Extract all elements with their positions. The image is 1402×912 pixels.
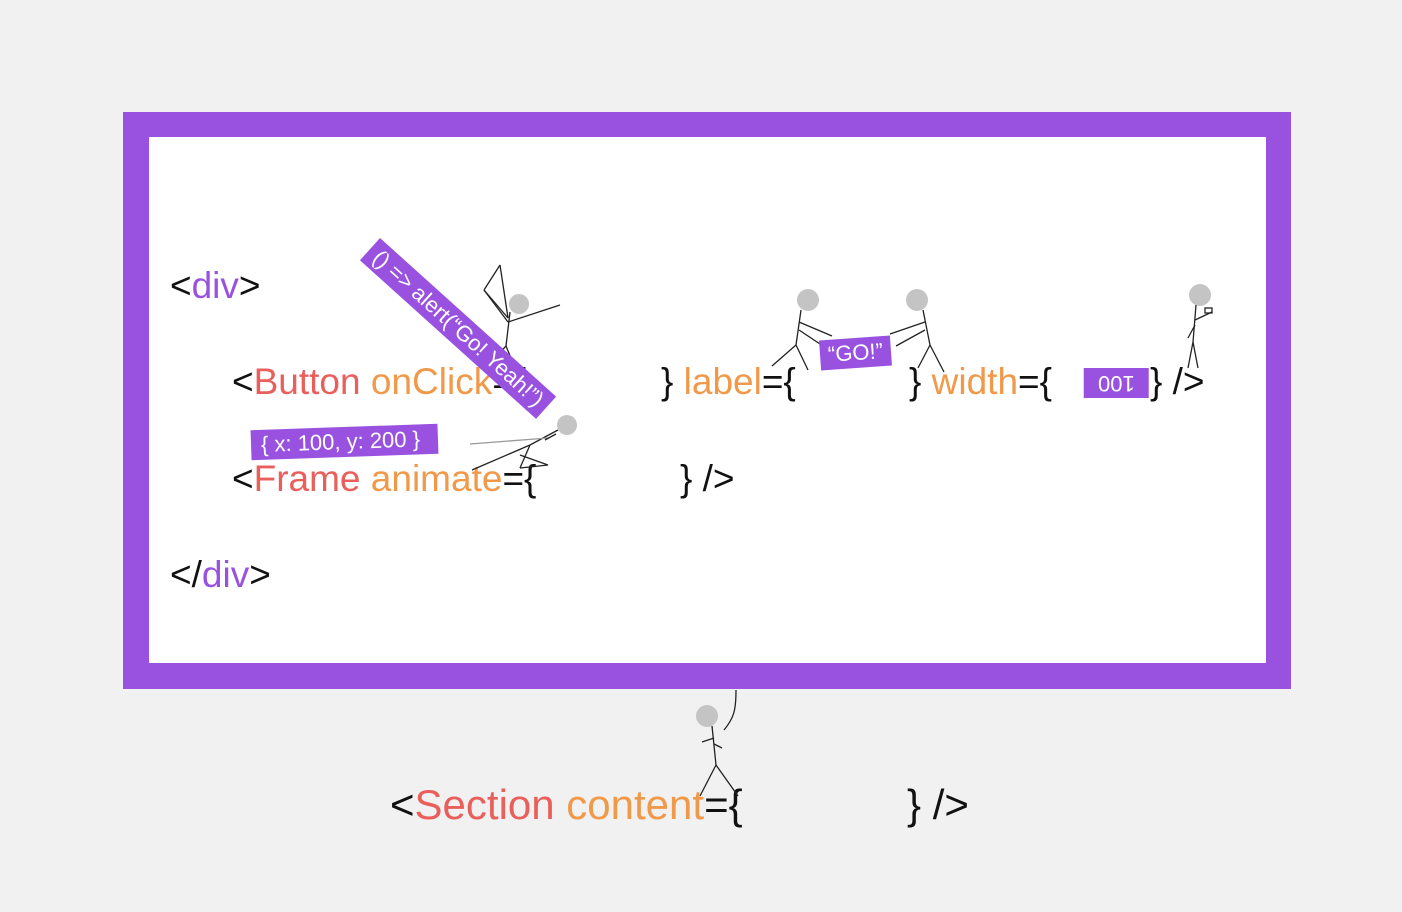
angle-close-open: </ — [170, 554, 202, 595]
angle-open: < — [390, 781, 415, 828]
figure-head-icon — [509, 294, 529, 314]
button-component: Button — [253, 361, 361, 402]
figure-head-icon — [557, 415, 577, 435]
section-component: Section — [414, 781, 555, 828]
figure-head-icon — [906, 289, 928, 311]
label-value-label: “GO!” — [819, 335, 892, 371]
section-hanging-figure — [696, 689, 739, 797]
width-attr: width — [931, 361, 1019, 402]
animate-open-brace: ={ — [502, 458, 537, 499]
div-tag: div — [191, 265, 239, 306]
div-tag: div — [201, 554, 250, 595]
angle-open: < — [232, 361, 254, 402]
animate-close: } /> — [680, 458, 735, 499]
figure-head-icon — [1189, 284, 1211, 306]
frame-component: Frame — [253, 458, 361, 499]
code-line-section: <Section content={ — [390, 781, 743, 829]
code-line-div-close: </div> — [170, 553, 271, 597]
code-line-frame-end: } /> — [680, 457, 735, 501]
figure-head-icon — [797, 289, 819, 311]
label-carrier-figure-left — [771, 289, 833, 371]
label-carrier-figure-right — [889, 289, 945, 373]
figure-head-icon — [696, 705, 718, 727]
label-attr: label — [683, 361, 762, 402]
label-close-brace: } — [909, 361, 932, 402]
angle-close: > — [249, 554, 271, 595]
code-line-section-end: } /> — [907, 781, 969, 829]
animate-attr: animate — [370, 458, 503, 499]
animate-pusher-figure — [469, 415, 577, 471]
onclick-attr: onClick — [370, 361, 493, 402]
width-value-label: 100 — [1084, 368, 1149, 398]
label-open-brace: ={ — [761, 361, 796, 402]
code-line-button-width: } width={ — [909, 360, 1052, 404]
angle-close: > — [238, 265, 261, 306]
code-line-div-open: <div> — [170, 264, 261, 308]
content-attr: content — [566, 781, 705, 828]
code-line-button-rest: } label={ — [661, 360, 796, 404]
content-open-brace: ={ — [704, 781, 743, 828]
width-open-brace: ={ — [1018, 361, 1052, 402]
angle-open: < — [170, 265, 192, 306]
onclick-carrier-figure — [483, 264, 561, 371]
code-line-frame: <Frame animate={ — [232, 457, 536, 501]
width-pointer-figure — [1187, 284, 1213, 369]
content-close: } /> — [907, 781, 969, 828]
onclick-close-brace: } — [661, 361, 684, 402]
code-frame-canvas — [149, 137, 1266, 663]
angle-open: < — [232, 458, 254, 499]
